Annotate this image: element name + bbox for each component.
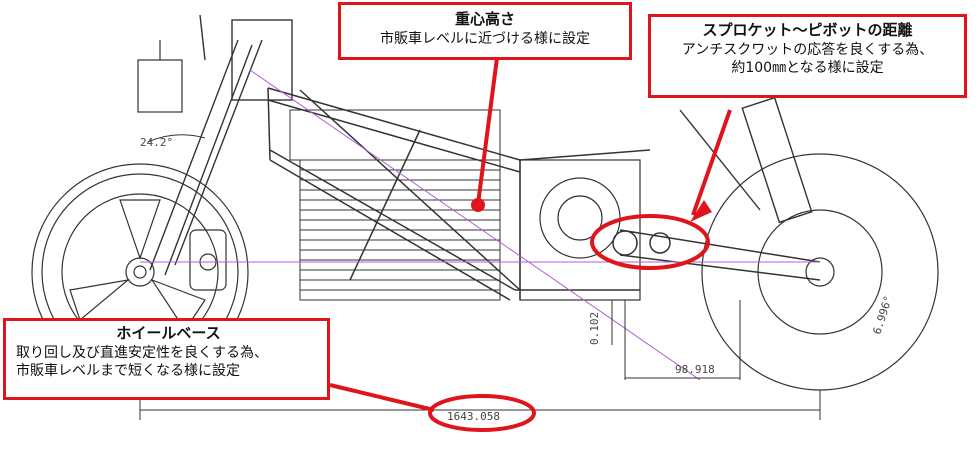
wheelbase-title: ホイールベース	[116, 324, 221, 342]
center-of-gravity-marker	[471, 198, 485, 212]
sprocket-pivot-title: スプロケット〜ピボットの距離	[702, 21, 913, 39]
front-fork	[149, 14, 293, 276]
caster-angle-label: 24.2°	[140, 136, 173, 149]
wheelbase-callout: ホイールベース 取り回し及び直進安定性を良くする為、 市販車レベルまで短くなる様…	[3, 318, 330, 400]
headlight-bracket	[137, 40, 183, 113]
wheelbase-dimension: 1643.058	[447, 410, 500, 423]
swingarm	[612, 229, 821, 281]
sprocket-pivot-body-line2: 約100㎜となる様に設定	[731, 59, 884, 76]
battery-pack	[289, 109, 501, 301]
sprocket-pivot-ellipse	[590, 214, 710, 270]
sprocket-pivot-body-line1: アンチスクワットの応答を良くする為、	[681, 41, 934, 58]
frame-trellis	[267, 87, 651, 301]
vertical-offset-dimension: 0.102	[588, 312, 601, 345]
rear-wheel	[701, 153, 939, 391]
rear-angle-dimension: 6.996°	[870, 294, 895, 336]
motor-housing	[519, 159, 641, 301]
wheelbase-ellipse	[428, 394, 536, 432]
sprocket-pivot-callout: スプロケット〜ピボットの距離 アンチスクワットの応答を良くする為、 約100㎜と…	[648, 14, 967, 98]
wheelbase-body-line2: 市販車レベルまで短くなる様に設定	[16, 362, 240, 379]
cg-leader-line	[476, 57, 499, 205]
rear-shock	[679, 96, 813, 224]
wheelbase-body-line1: 取り回し及び直進安定性を良くする為、	[16, 344, 268, 361]
dimension-lines	[139, 300, 821, 420]
sprocket-leader-line	[691, 109, 732, 216]
center-of-gravity-body: 市販車レベルに近づける様に設定	[380, 30, 590, 47]
pivot-offset-dimension: 98.918	[675, 363, 715, 376]
annotation-markers	[329, 57, 732, 432]
front-caliper	[189, 229, 227, 291]
center-of-gravity-callout: 重心高さ 市販車レベルに近づける様に設定	[338, 2, 632, 60]
wheelbase-leader-line	[329, 383, 435, 412]
center-of-gravity-title: 重心高さ	[454, 10, 515, 28]
sprocket-arrowhead	[690, 200, 712, 222]
